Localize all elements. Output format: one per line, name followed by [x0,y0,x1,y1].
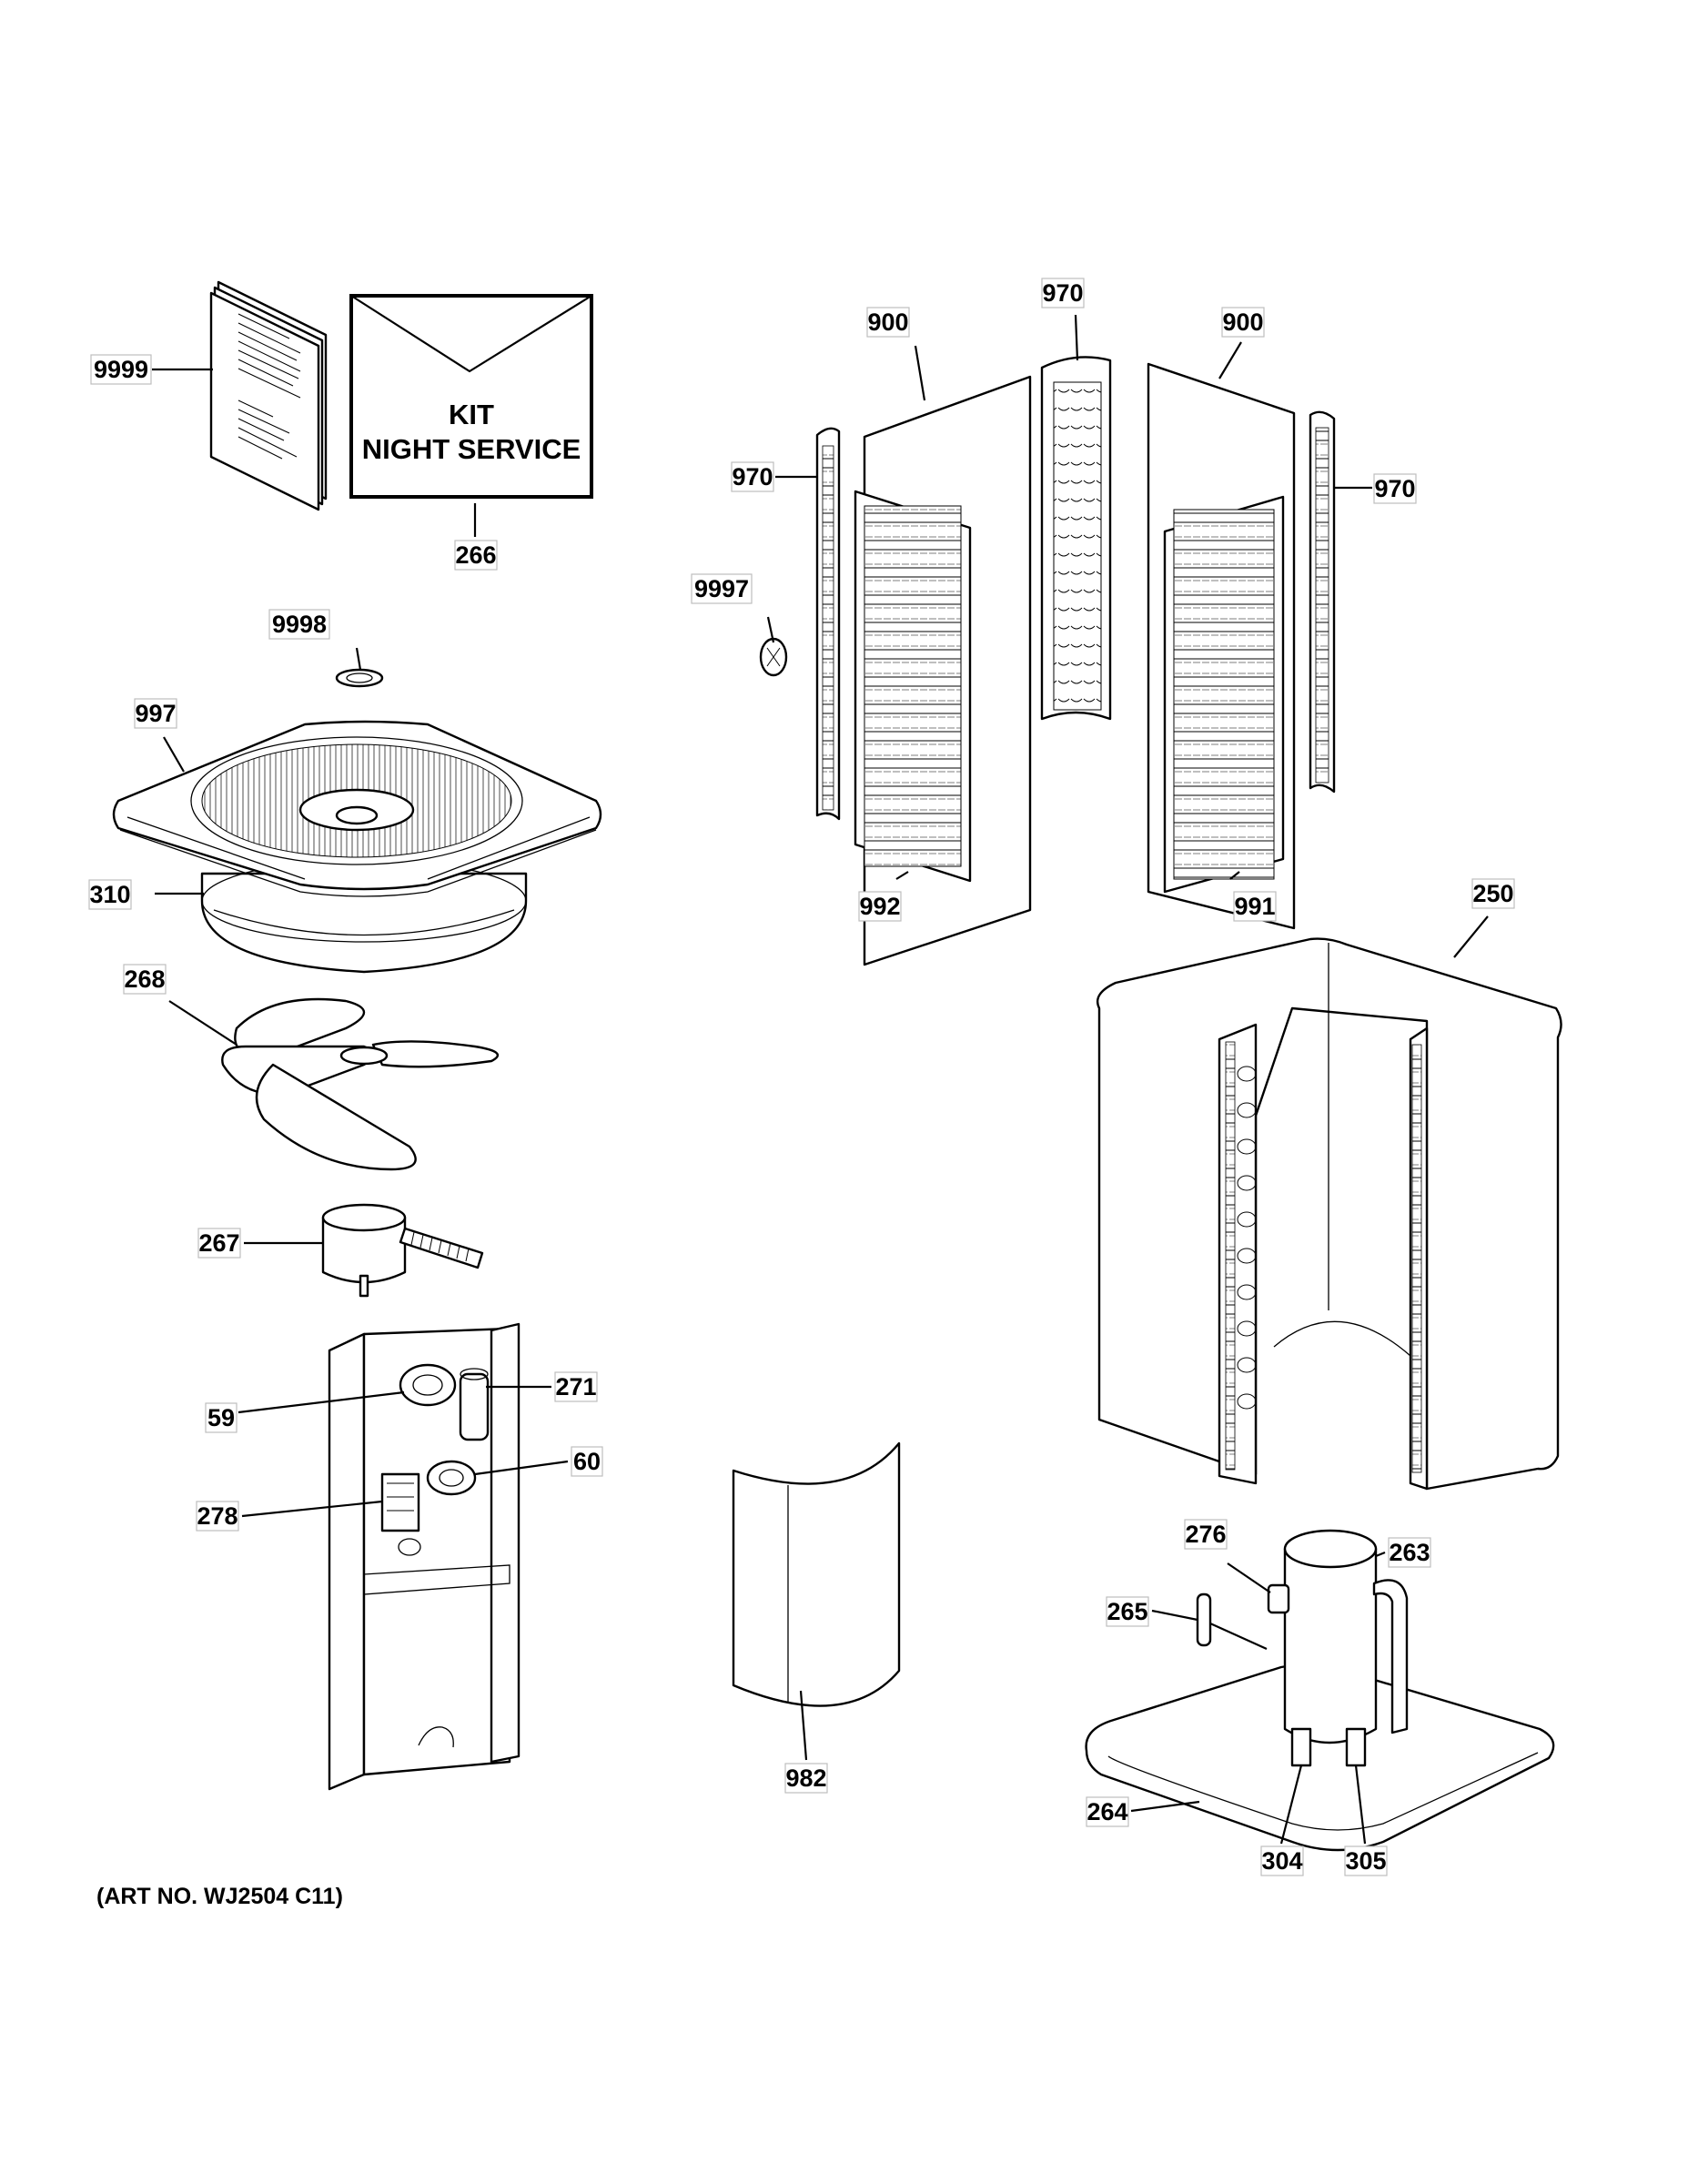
callout-label-250: 250 [1471,878,1515,909]
callout-label-264: 264 [1086,1796,1129,1827]
svg-text:60: 60 [573,1448,601,1475]
svg-text:268: 268 [124,966,165,993]
callout-label-982: 982 [784,1763,828,1794]
svg-text:970: 970 [1374,475,1415,502]
svg-text:9999: 9999 [94,356,148,383]
art-number: (ART NO. WJ2504 C11) [96,1884,343,1909]
top-cover-fan-grille-illustration [112,720,602,974]
condenser-coil-illustration [1096,937,1562,1491]
callout-label-9998: 9998 [268,609,330,640]
svg-text:271: 271 [555,1373,596,1400]
callout-label-268: 268 [123,964,167,995]
svg-text:267: 267 [198,1229,239,1257]
kit-box-line1: KIT [449,399,494,430]
svg-text:982: 982 [785,1764,826,1792]
svg-text:310: 310 [89,881,130,908]
callout-label-9999: 9999 [90,354,152,385]
callout-label-970: 970 [731,461,774,492]
fan-blade-illustration [221,997,500,1171]
svg-text:970: 970 [732,463,773,490]
svg-text:997: 997 [135,700,176,727]
svg-text:992: 992 [859,893,900,920]
svg-text:263: 263 [1389,1539,1430,1566]
callout-label-60: 60 [571,1446,603,1477]
callout-label-271: 271 [554,1371,598,1402]
manual-booklet-illustration [209,280,328,511]
callout-label-9997: 9997 [691,573,753,604]
callout-label-310: 310 [88,879,132,910]
callout-label-900: 900 [1221,307,1265,338]
svg-text:304: 304 [1261,1847,1302,1875]
curved-service-panel-illustration [732,1441,901,1707]
svg-text:264: 264 [1087,1798,1127,1825]
callout-label-276: 276 [1184,1519,1228,1550]
callout-label-265: 265 [1106,1596,1149,1627]
grommet-illustration [335,668,384,688]
night-service-kit-box: KIT NIGHT SERVICE [349,294,593,499]
callout-label-991: 991 [1233,891,1277,922]
callout-label-900: 900 [866,307,910,338]
control-panel-illustration [328,1322,521,1791]
cabinet-panels-illustration [759,356,1336,966]
svg-text:265: 265 [1107,1598,1147,1625]
svg-text:278: 278 [197,1502,238,1530]
callout-label-992: 992 [858,891,902,922]
callout-label-970: 970 [1041,278,1085,308]
callout-label-997: 997 [134,698,177,729]
svg-text:9998: 9998 [272,611,327,638]
callout-label-267: 267 [197,1228,241,1259]
svg-text:266: 266 [455,541,496,569]
svg-text:900: 900 [867,308,908,336]
svg-text:991: 991 [1234,893,1275,920]
callout-label-278: 278 [196,1501,239,1532]
base-pan-compressor-illustration [1085,1529,1555,1852]
svg-text:276: 276 [1185,1521,1226,1548]
callout-label-263: 263 [1388,1537,1431,1568]
leader-lines [152,314,1489,1845]
callout-label-59: 59 [205,1402,238,1433]
callout-label-304: 304 [1260,1845,1304,1876]
kit-box-line2: NIGHT SERVICE [362,433,581,465]
fan-motor-illustration [321,1203,484,1298]
svg-text:250: 250 [1472,880,1513,907]
svg-text:59: 59 [207,1404,235,1431]
svg-text:900: 900 [1222,308,1263,336]
svg-text:305: 305 [1345,1847,1386,1875]
svg-text:970: 970 [1042,279,1083,307]
callout-label-305: 305 [1344,1845,1388,1876]
callout-label-266: 266 [454,540,498,571]
svg-text:9997: 9997 [694,575,749,602]
callout-label-970: 970 [1373,473,1417,504]
